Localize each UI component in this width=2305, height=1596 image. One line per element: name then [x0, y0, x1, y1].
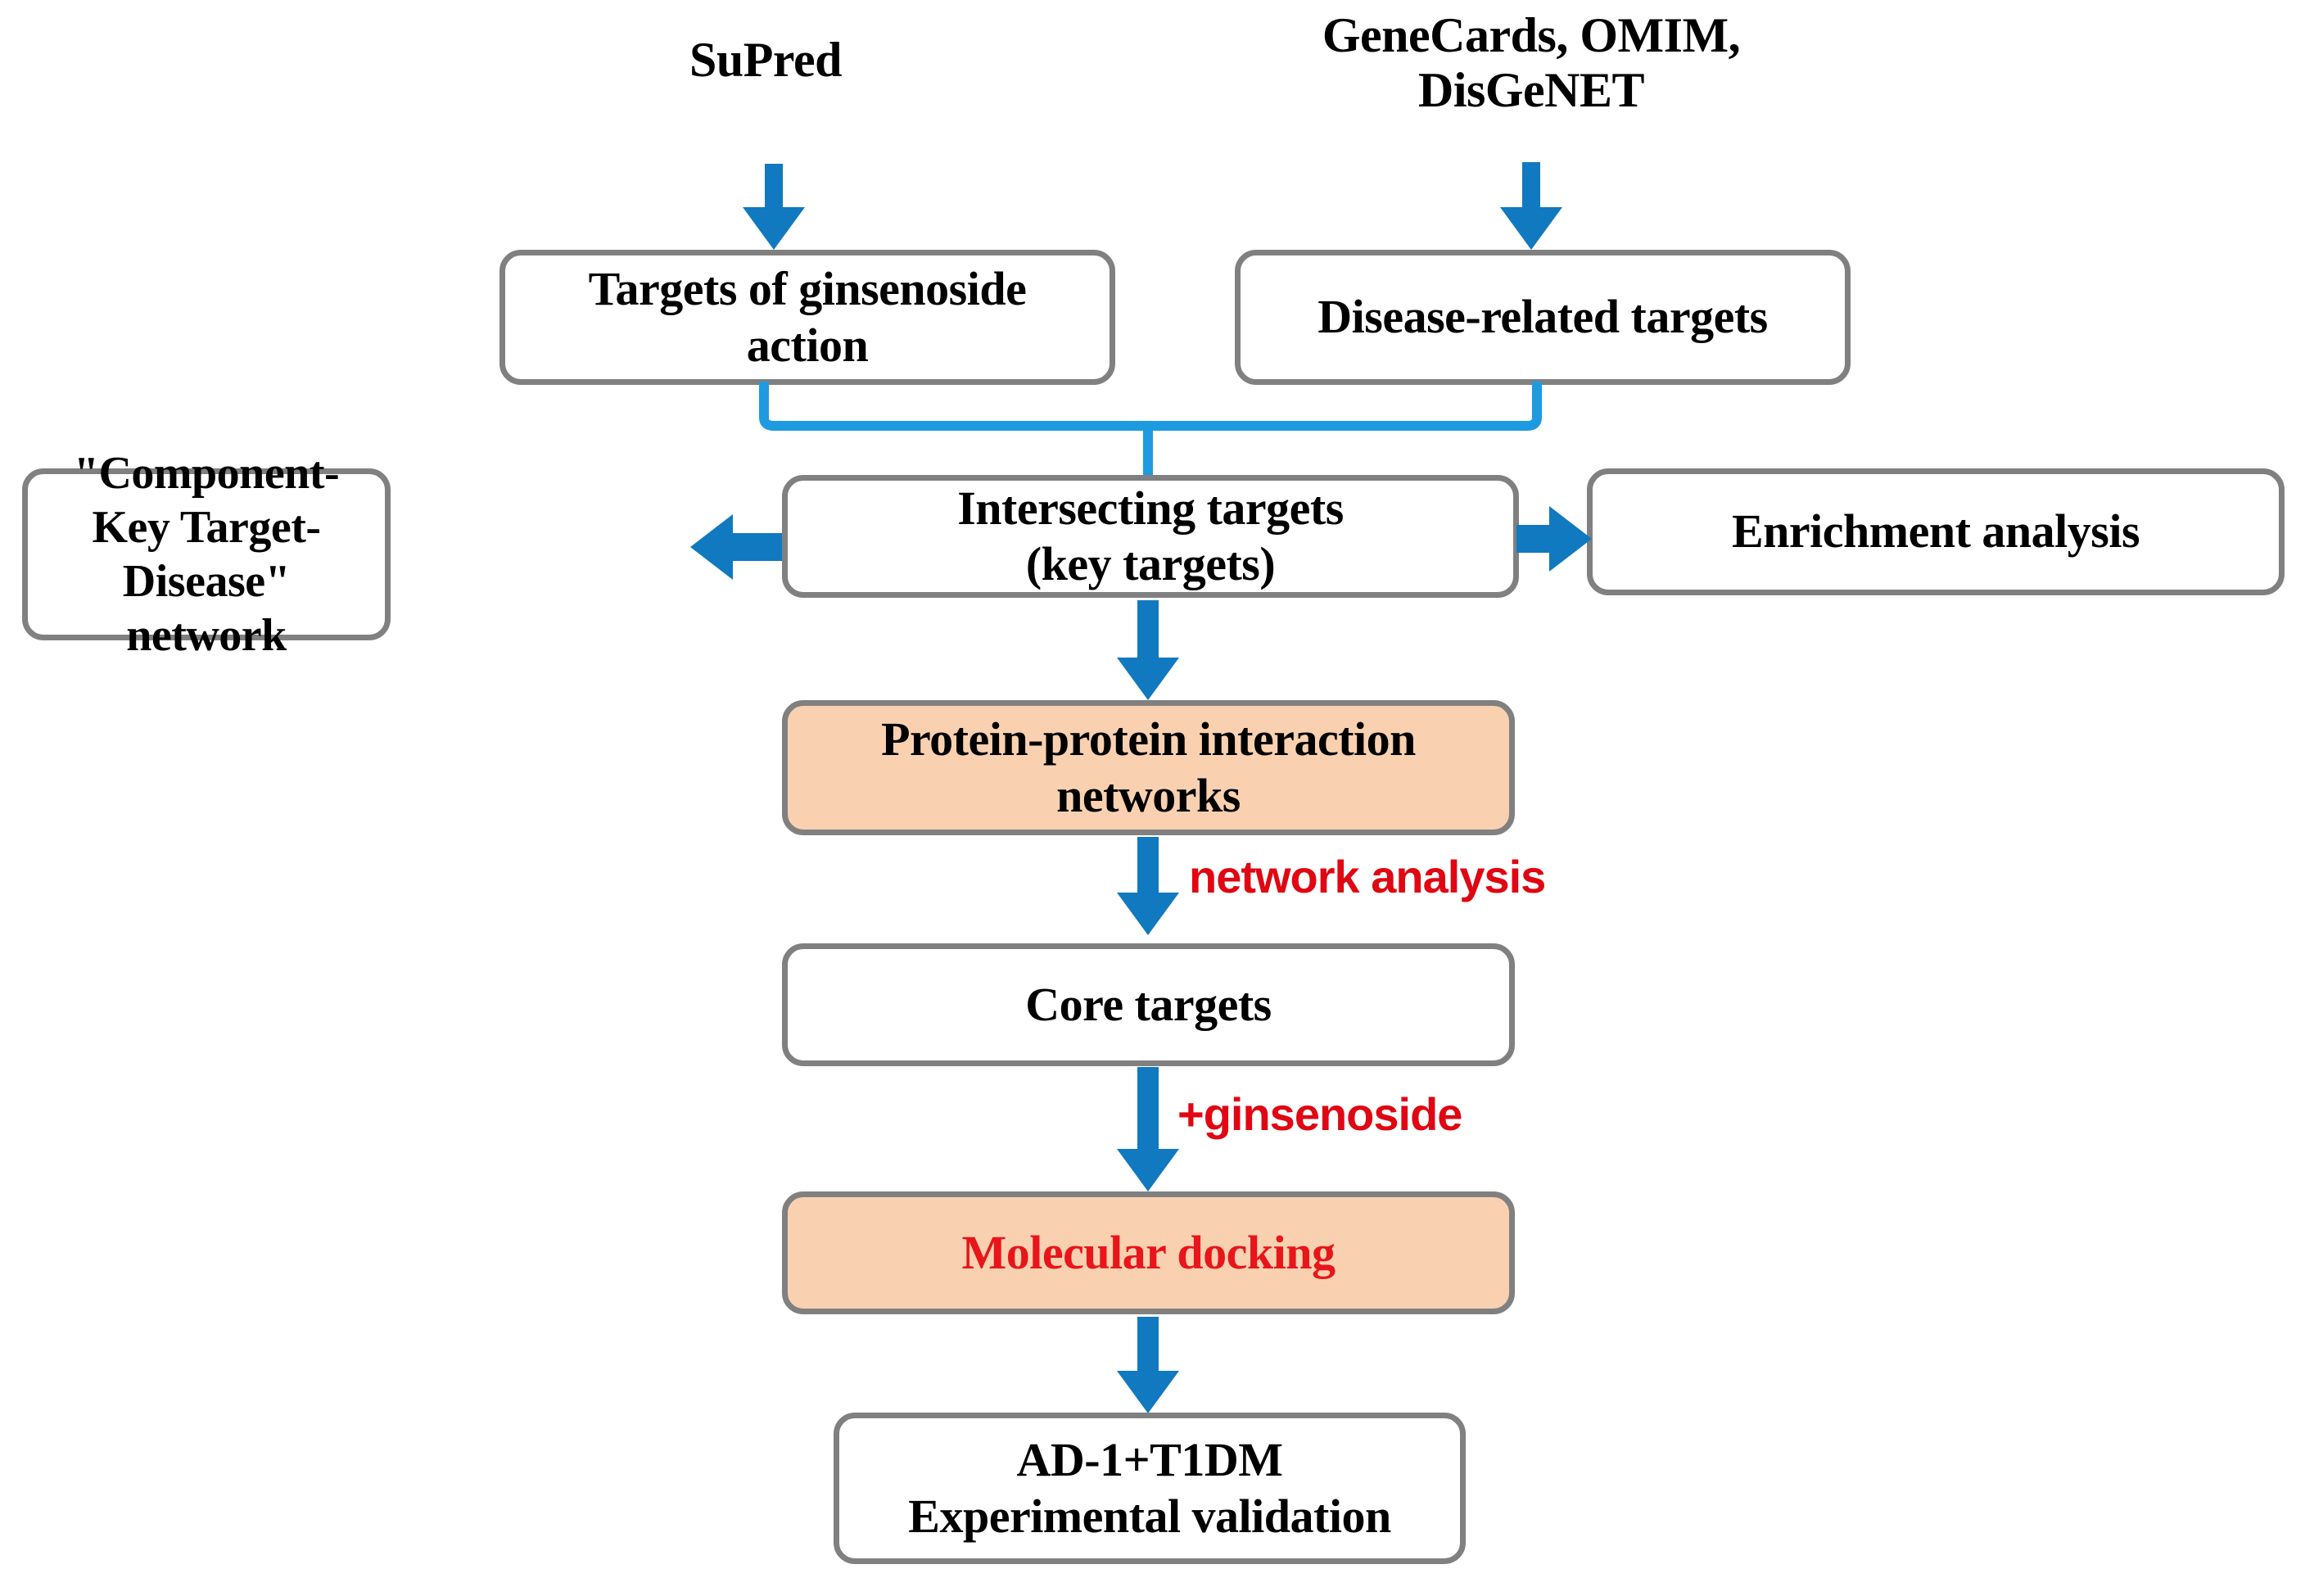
merge-bracket-right [1146, 382, 1542, 431]
node-intersecting-targets[interactable]: Intersecting targets (key targets) [782, 475, 1519, 598]
arrow-databases-to-disease-targets [1498, 162, 1564, 250]
node-targets-of-ginsenoside-action[interactable]: Targets of ginsenoside action [499, 250, 1115, 385]
node-molecular-docking[interactable]: Molecular docking [782, 1191, 1515, 1314]
source-label-databases: GeneCards, OMIM, DisGeNET [1322, 8, 1741, 118]
edge-label-network-analysis: network analysis [1189, 851, 1546, 902]
node-core-targets[interactable]: Core targets [782, 943, 1515, 1066]
arrow-supred-to-targets [741, 164, 807, 250]
node-protein-protein-interaction-networks[interactable]: Protein-protein interaction networks [782, 700, 1515, 835]
merge-bracket-stem [1143, 426, 1153, 477]
arrow-intersecting-to-network [690, 514, 782, 580]
source-label-supred: SuPred [689, 33, 842, 87]
arrow-intersecting-to-ppi [1115, 600, 1181, 700]
node-enrichment-analysis[interactable]: Enrichment analysis [1587, 468, 2285, 595]
node-disease-related-targets[interactable]: Disease-related targets [1235, 250, 1851, 385]
arrow-ppi-to-core-targets [1115, 837, 1181, 935]
merge-bracket [759, 382, 1159, 431]
node-component-key-target-disease-network[interactable]: "Component-Key Target- Disease" network [22, 448, 391, 661]
arrow-docking-to-validation [1115, 1317, 1181, 1413]
edge-label-plus-ginsenoside: +ginsenoside [1177, 1088, 1462, 1140]
arrow-intersecting-to-enrichment [1516, 506, 1592, 572]
node-experimental-validation[interactable]: AD-1+T1DM Experimental validation [834, 1413, 1466, 1564]
arrow-core-targets-to-docking [1115, 1067, 1181, 1191]
